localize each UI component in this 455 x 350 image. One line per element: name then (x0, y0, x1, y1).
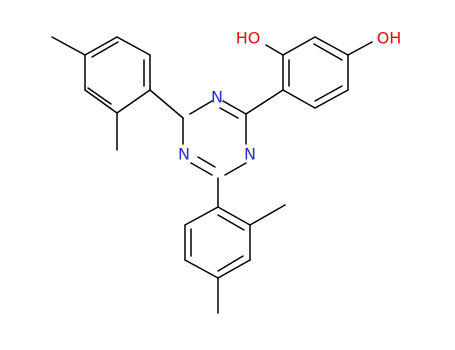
bond (184, 259, 219, 279)
bond (245, 89, 284, 115)
atom-label-n-top: N (211, 88, 223, 107)
atom-label-n-right: N (244, 145, 256, 164)
bond (222, 100, 247, 115)
upper-left-aryl-ring (51, 36, 184, 151)
bond (219, 107, 239, 119)
atom-label-hydroxyl-left: HO (236, 29, 261, 48)
hydroxyl-bond (265, 44, 284, 56)
bond (217, 255, 244, 272)
bond (116, 89, 151, 114)
bond (224, 162, 247, 176)
bond (84, 36, 118, 56)
triazine-ring (182, 100, 247, 176)
bond (217, 259, 251, 279)
bond (217, 206, 251, 226)
lower-aryl-ring (184, 177, 286, 314)
atom-label-n-left: N (178, 145, 190, 164)
hydroxyl-bond (347, 41, 373, 56)
bond (314, 85, 343, 102)
bond (314, 36, 349, 56)
atom-label-hydroxyl-right: OH (377, 29, 402, 48)
bond (87, 87, 112, 105)
methyl-bond (51, 36, 86, 56)
bond (149, 89, 184, 119)
bond (197, 156, 216, 168)
bond (282, 36, 316, 56)
bond (190, 162, 213, 176)
bond (217, 214, 245, 231)
bond (313, 43, 343, 61)
bond (282, 89, 316, 109)
bond (184, 206, 219, 226)
bond (314, 89, 349, 109)
methyl-bond (249, 204, 286, 226)
bond (84, 89, 118, 114)
bond (91, 41, 119, 58)
bond (116, 36, 151, 56)
resorcinol-ring (245, 36, 373, 115)
bond (189, 100, 213, 115)
